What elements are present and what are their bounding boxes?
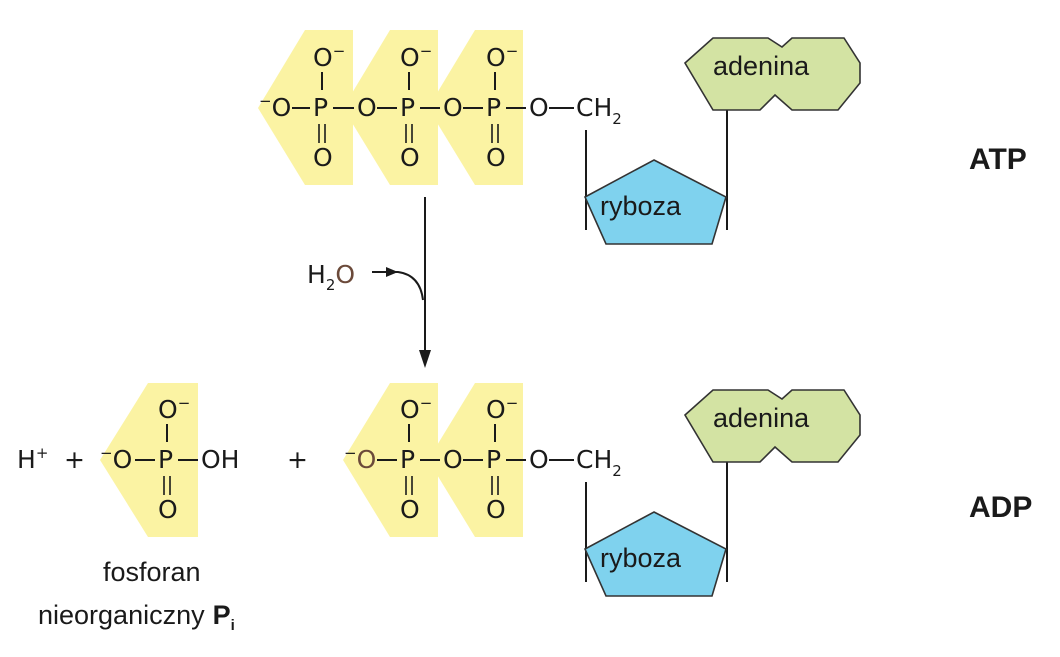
inorganic-phosphate: −O P OH O− O [100, 383, 239, 537]
pi-oh: OH [201, 445, 239, 474]
atp-ch2: CH2 [576, 93, 622, 128]
water-entry-curve [372, 271, 424, 301]
adp-ribose-shape [583, 511, 727, 597]
atp-p3: P [486, 93, 501, 122]
plus-sign-2: + [287, 445, 308, 474]
atp-molecule: −O P O P O P O CH2 O− O O− O O− O [258, 30, 861, 245]
adp-adenine-label: adenina [713, 403, 810, 433]
adp-o-top-2: O− [486, 394, 518, 424]
pi-caption-line1: fosforan [103, 557, 201, 587]
atp-p1: P [313, 93, 328, 122]
atp-o-bridge-1: O [357, 93, 377, 122]
atp-adenine-shape [683, 37, 861, 111]
adp-ribose-label: ryboza [600, 543, 682, 573]
atp-o-top-3: O− [486, 42, 518, 72]
adp-o-bottom-2: O [486, 495, 506, 524]
adp-o-bottom-1: O [400, 495, 420, 524]
atp-label: ATP [969, 143, 1027, 176]
atp-o-bottom-1: O [313, 143, 333, 172]
proton-label: H+ [17, 444, 48, 474]
atp-o-minus-left: −O [259, 92, 291, 122]
atp-p2: P [400, 93, 415, 122]
pi-o-top: O− [158, 394, 190, 424]
atp-o-ester: O [529, 93, 549, 122]
adp-p1: P [400, 445, 415, 474]
water-arrow-head [386, 267, 398, 277]
pi-o-minus-left: −O [100, 444, 132, 474]
adp-molecule: −O P O P O CH2 O− O O− O ryboza adenina [343, 383, 861, 597]
atp-adenine-label: adenina [713, 51, 810, 81]
pi-p: P [158, 445, 173, 474]
adp-o-ester: O [529, 445, 549, 474]
atp-o-top-2: O− [400, 42, 432, 72]
water-label: H2O [307, 260, 355, 294]
pi-o-bottom: O [158, 495, 178, 524]
adp-o-bridge: O [443, 445, 463, 474]
atp-o-bridge-2: O [443, 93, 463, 122]
atp-o-top-1: O− [313, 42, 345, 72]
adp-ch2: CH2 [576, 445, 622, 480]
plus-sign-1: + [64, 445, 85, 474]
hydrolysis-arrow: H2O [307, 197, 431, 368]
atp-o-bottom-2: O [400, 143, 420, 172]
arrow-head [419, 350, 431, 368]
adp-o-minus-left: −O [344, 444, 376, 474]
adp-label: ADP [969, 491, 1032, 524]
atp-ribose-label: ryboza [600, 191, 682, 221]
adp-o-top-1: O− [400, 394, 432, 424]
adp-adenine-shape [683, 389, 861, 463]
atp-o-bottom-3: O [486, 143, 506, 172]
atp-ribose-shape [583, 159, 727, 245]
adp-p2: P [486, 445, 501, 474]
